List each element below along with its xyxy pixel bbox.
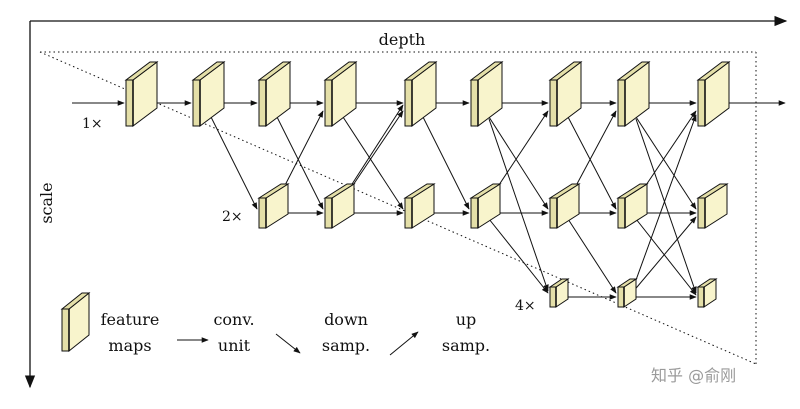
feature-map-scale4-3 <box>696 278 718 308</box>
down-1-2d <box>422 116 470 210</box>
down-1-2f <box>567 116 617 210</box>
feature-map-scale2-6 <box>616 183 649 229</box>
legend-conv-line2: unit <box>218 336 251 355</box>
feature-map-scale1-2 <box>191 61 226 127</box>
up-2-1b2 <box>344 104 404 196</box>
down-2-4c <box>567 218 617 294</box>
feature-map-scale4-2 <box>616 278 638 308</box>
feature-map-scale1-9 <box>696 61 731 127</box>
up-2-1d <box>569 110 617 198</box>
feature-map-scale2-7 <box>696 183 729 229</box>
legend-feature-line1: feature <box>101 310 160 329</box>
down-1-2a <box>210 116 258 210</box>
feature-map-scale4-1 <box>548 278 570 308</box>
legend-conv-line1: conv. <box>213 310 254 329</box>
legend-up-line1: up <box>456 310 477 329</box>
legend-down-arrow <box>275 333 301 354</box>
legend: feature maps conv. unit down samp. up sa… <box>60 291 490 356</box>
down-1-4b <box>635 118 697 294</box>
feature-map-scale2-1 <box>257 183 290 229</box>
up-4-1a <box>631 114 697 292</box>
down-1-2b <box>276 116 324 210</box>
legend-down-line1: down <box>324 310 368 329</box>
feature-map-scale1-1 <box>124 61 159 127</box>
scale-4x-label: 4× <box>515 298 536 314</box>
up-2-1a <box>278 110 324 198</box>
feature-map-scale1-5 <box>403 61 438 127</box>
up-2-1b <box>344 110 404 198</box>
watermark: 知乎 @俞刚 <box>651 366 736 385</box>
legend-up-arrow <box>389 331 419 356</box>
down-1-2e <box>488 116 549 210</box>
scale-1x-label: 1× <box>82 116 103 132</box>
feature-map-scale1-7 <box>548 61 583 127</box>
down-2-4a <box>488 218 549 294</box>
feature-map-scale2-5 <box>548 183 581 229</box>
feature-map-scale2-3 <box>403 183 436 229</box>
legend-feature-map-icon <box>60 291 91 353</box>
legend-feature-line2: maps <box>108 336 151 355</box>
feature-map-scale2-4 <box>469 183 502 229</box>
scale-2x-label: 2× <box>222 209 243 225</box>
up-4-2a <box>631 216 697 294</box>
feature-map-scale1-6 <box>469 61 504 127</box>
feature-map-scale2-2 <box>323 183 356 229</box>
up-2-1c <box>490 110 549 198</box>
down-2-4b <box>635 218 697 296</box>
down-1-2g <box>635 116 697 210</box>
feature-map-scale1-4 <box>323 61 358 127</box>
axes: depth scale <box>24 15 788 389</box>
down-1-4a <box>488 118 549 292</box>
down-1-2c <box>342 116 404 210</box>
up-2-1e <box>637 110 697 198</box>
feature-map-scale1-8 <box>616 61 651 127</box>
legend-block-shape <box>60 291 91 353</box>
legend-up-line2: samp. <box>442 336 490 355</box>
feature-map-scale1-3 <box>257 61 292 127</box>
legend-down-line2: samp. <box>322 336 370 355</box>
feature-maps <box>124 61 731 308</box>
depth-label: depth <box>379 30 426 49</box>
scale-label: scale <box>37 182 56 223</box>
